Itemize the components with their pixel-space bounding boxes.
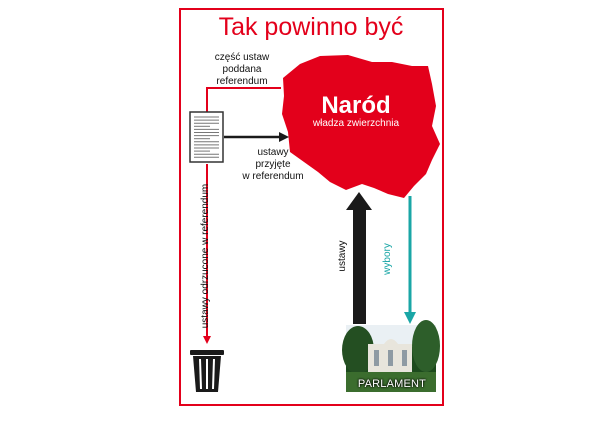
laws-arrow	[346, 192, 372, 324]
laws-label: ustawy	[337, 240, 348, 272]
accepted-label: ustawy przyjęte w referendum	[242, 147, 304, 182]
nation-label: Naród	[321, 92, 391, 119]
poland-map	[282, 55, 440, 198]
referendum-line	[206, 87, 281, 112]
diagram-frame	[179, 8, 444, 406]
diagram-title: Tak powinno być	[218, 13, 404, 41]
elections-label: wybory	[382, 243, 393, 275]
document-icon	[189, 111, 224, 163]
rejected-label: ustawy odrzucone w referendum	[200, 183, 211, 329]
referendum-part-label: część ustaw poddana referendum	[214, 52, 270, 87]
nation-subtitle: władza zwierzchnia	[312, 118, 400, 129]
parliament-label: PARLAMENT	[357, 378, 427, 390]
parliament-photo	[342, 320, 440, 392]
trash-can-icon	[190, 350, 224, 392]
